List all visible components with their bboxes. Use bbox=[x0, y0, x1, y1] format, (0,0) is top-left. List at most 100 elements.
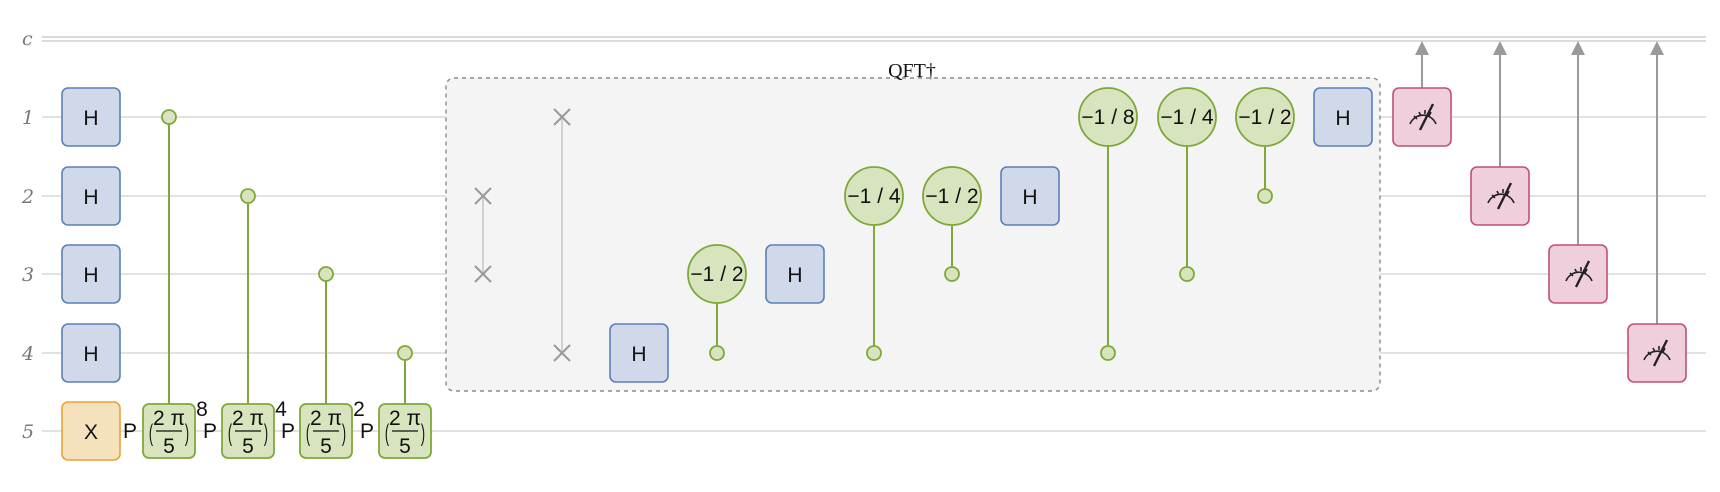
meter-icon bbox=[1487, 182, 1515, 210]
control-dot bbox=[318, 266, 334, 282]
h-gate-label: H bbox=[83, 343, 98, 366]
controlled-rotation[interactable]: −1 / 4 bbox=[1157, 87, 1217, 282]
qubit-label-2: 2 bbox=[21, 186, 34, 208]
controlled-rotation[interactable]: −1 / 2 bbox=[687, 244, 747, 361]
controlled-phase-gate-4[interactable]: P ( ) 2 π 5 bbox=[360, 345, 432, 459]
h-gate[interactable]: H bbox=[61, 323, 121, 383]
swap-x-icon bbox=[474, 187, 492, 205]
phase-power: 2 bbox=[353, 398, 365, 421]
h-gate-label: H bbox=[83, 107, 98, 130]
measurement-qubit-1[interactable] bbox=[1392, 41, 1452, 147]
measure-gate-body bbox=[1470, 166, 1530, 226]
control-dot bbox=[944, 266, 960, 282]
rotation-label: −1 / 2 bbox=[925, 185, 978, 208]
meter-icon bbox=[1565, 260, 1593, 288]
right-paren: ) bbox=[421, 421, 425, 447]
measurement-qubit-2[interactable] bbox=[1470, 41, 1530, 226]
measurement-qubit-3[interactable] bbox=[1548, 41, 1608, 304]
h-gate-label: H bbox=[83, 264, 98, 287]
controlled-phase-gate-3[interactable]: P ( ) 2 π 5 2 bbox=[281, 266, 365, 459]
control-dot bbox=[866, 345, 882, 361]
controlled-phase-gate-1[interactable]: P ( ) 2 π 5 8 bbox=[123, 109, 208, 459]
control-dot bbox=[240, 188, 256, 204]
phase-numerator: 2 π bbox=[232, 407, 264, 430]
rotation-label: −1 / 2 bbox=[1238, 106, 1291, 129]
h-gate[interactable]: H bbox=[1313, 87, 1373, 147]
controlled-phase-gate-2[interactable]: P ( ) 2 π 5 4 bbox=[203, 188, 287, 459]
control-dot bbox=[709, 345, 725, 361]
swap-2-3[interactable] bbox=[474, 187, 492, 283]
rotation-label: −1 / 2 bbox=[690, 263, 743, 286]
h-gate[interactable]: H bbox=[1000, 166, 1060, 226]
qubit-label-3: 3 bbox=[22, 264, 34, 286]
controlled-rotation[interactable]: −1 / 8 bbox=[1078, 87, 1138, 361]
phase-power: 8 bbox=[196, 398, 208, 421]
phase-power: 4 bbox=[275, 398, 287, 421]
h-gate[interactable]: H bbox=[765, 244, 825, 304]
swap-1-4[interactable] bbox=[553, 108, 571, 362]
left-paren: ( bbox=[149, 421, 154, 447]
phase-numerator: 2 π bbox=[389, 407, 421, 430]
control-dot bbox=[1257, 188, 1273, 204]
control-dot bbox=[161, 109, 177, 125]
left-paren: ( bbox=[385, 421, 390, 447]
arrow-up-icon bbox=[1415, 41, 1429, 55]
phase-prefix: P bbox=[123, 420, 137, 443]
classical-register: c bbox=[22, 28, 1706, 50]
measure-gate-body bbox=[1548, 244, 1608, 304]
phase-denominator: 5 bbox=[399, 435, 411, 458]
phase-prefix: P bbox=[203, 420, 217, 443]
qft-block-frame[interactable] bbox=[445, 77, 1381, 392]
qft-block-title: QFT† bbox=[888, 60, 936, 82]
rotation-gate-body bbox=[844, 166, 904, 226]
h-gate-label: H bbox=[631, 343, 646, 366]
h-gate[interactable]: H bbox=[609, 323, 669, 383]
rotation-gate-body bbox=[1157, 87, 1217, 147]
qubit-label-5: 5 bbox=[22, 421, 34, 443]
rotation-label: −1 / 4 bbox=[847, 185, 900, 208]
h-gate-label: H bbox=[1022, 186, 1037, 209]
qft-dagger-block[interactable]: QFT† bbox=[445, 60, 1381, 392]
measurement-qubit-4[interactable] bbox=[1627, 41, 1687, 383]
control-dot bbox=[1179, 266, 1195, 282]
rotation-gate-body bbox=[922, 166, 982, 226]
h-gate-label: H bbox=[787, 264, 802, 287]
rotation-gate-body bbox=[1078, 87, 1138, 147]
measure-gate-body bbox=[1392, 87, 1452, 147]
controlled-rotation[interactable]: −1 / 4 bbox=[844, 166, 904, 361]
h-gate[interactable]: H bbox=[61, 87, 121, 147]
arrow-up-icon bbox=[1571, 41, 1585, 55]
swap-x-icon bbox=[553, 108, 571, 126]
h-gate[interactable]: H bbox=[61, 166, 121, 226]
qubit-label-1: 1 bbox=[22, 107, 34, 129]
x-gate[interactable]: X bbox=[61, 401, 121, 461]
control-dot bbox=[1100, 345, 1116, 361]
left-paren: ( bbox=[228, 421, 233, 447]
swap-x-icon bbox=[474, 265, 492, 283]
rotation-label: −1 / 4 bbox=[1160, 106, 1213, 129]
right-paren: ) bbox=[342, 421, 346, 447]
swap-x-icon bbox=[553, 344, 571, 362]
phase-denominator: 5 bbox=[242, 435, 254, 458]
phase-prefix: P bbox=[281, 420, 295, 443]
right-paren: ) bbox=[264, 421, 268, 447]
x-gate-label: X bbox=[84, 421, 98, 444]
controlled-rotation[interactable]: −1 / 2 bbox=[1235, 87, 1295, 204]
arrow-up-icon bbox=[1493, 41, 1507, 55]
h-gate-label: H bbox=[1335, 107, 1350, 130]
swap-gates bbox=[474, 108, 571, 362]
right-paren: ) bbox=[185, 421, 189, 447]
meter-icon bbox=[1643, 339, 1671, 367]
classical-label: c bbox=[22, 28, 33, 50]
h-gate-label: H bbox=[83, 186, 98, 209]
h-gate[interactable]: H bbox=[61, 244, 121, 304]
rotation-label: −1 / 8 bbox=[1081, 106, 1134, 129]
controlled-rotation[interactable]: −1 / 2 bbox=[922, 166, 982, 282]
controlled-phase-gates: P ( ) 2 π 5 8 P ( ) 2 π 5 4 P ( bbox=[123, 109, 432, 459]
rotation-gate-body bbox=[1235, 87, 1295, 147]
phase-denominator: 5 bbox=[163, 435, 175, 458]
phase-numerator: 2 π bbox=[310, 407, 342, 430]
left-paren: ( bbox=[306, 421, 311, 447]
initial-hadamard-gates: H H H H X bbox=[61, 87, 121, 461]
